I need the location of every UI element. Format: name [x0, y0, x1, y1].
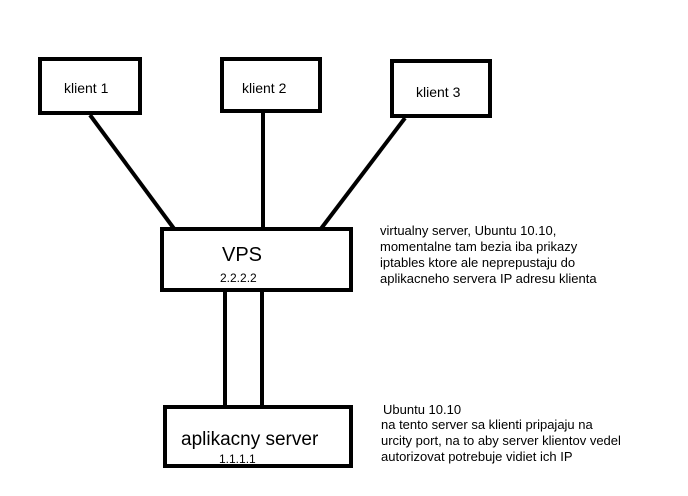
app-server-box: aplikacny server 1.1.1.1: [163, 405, 353, 468]
app-server-note-line: urcity port, na to aby server klientov v…: [381, 433, 621, 448]
vps-label: VPS: [222, 244, 263, 266]
app-server-note-title: Ubuntu 10.10: [383, 402, 462, 417]
app-server-label: aplikacny server: [181, 429, 319, 450]
client-2-label: klient 2: [242, 80, 287, 96]
client-3-label: klient 3: [416, 84, 461, 100]
app-server-note-line: na tento server sa klienti pripajaju na: [381, 417, 593, 432]
client-1-box: klient 1: [38, 57, 142, 115]
vps-note-line: virtualny server, Ubuntu 10.10,: [380, 223, 557, 238]
app-server-ip: 1.1.1.1: [219, 452, 256, 466]
app-server-note: na tento server sa klienti pripajaju na …: [381, 417, 621, 465]
edge-client3-vps: [318, 116, 407, 232]
vps-note-line: momentalne tam bezia iba prikazy: [380, 239, 578, 254]
vps-note: virtualny server, Ubuntu 10.10, momental…: [380, 223, 597, 287]
client-2-box: klient 2: [220, 57, 322, 113]
edge-client1-vps: [88, 113, 177, 232]
vps-note-line: aplikacneho servera IP adresu klienta: [380, 271, 597, 286]
client-3-box: klient 3: [390, 59, 492, 118]
app-server-note-line: autorizovat potrebuje vidiet ich IP: [381, 449, 573, 464]
vps-box: VPS 2.2.2.2: [160, 227, 353, 292]
vps-note-line: iptables ktore ale neprepustaju do: [380, 255, 576, 270]
vps-ip: 2.2.2.2: [220, 271, 257, 285]
client-1-label: klient 1: [64, 80, 109, 96]
